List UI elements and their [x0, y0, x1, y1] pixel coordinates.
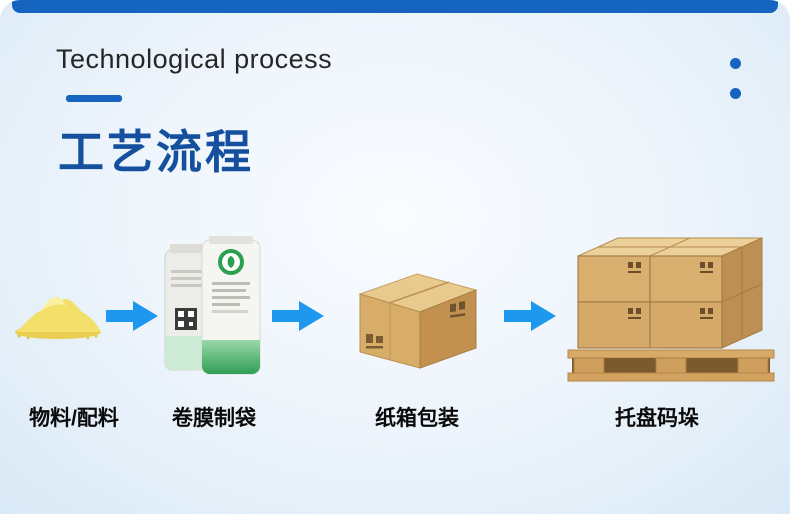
dot-icon [730, 58, 741, 69]
arrow-right-icon [272, 301, 324, 331]
dot-icon [730, 88, 741, 99]
top-accent-bar [12, 0, 778, 13]
pallet-stack-icon [566, 226, 778, 388]
page-title-english: Technological process [56, 44, 333, 74]
step-label-bag-making: 卷膜制袋 [172, 407, 256, 430]
step-label-palletizing: 托盘码垛 [615, 407, 699, 430]
film-bags-icon [162, 236, 264, 378]
page-title-chinese: 工艺流程 [58, 126, 254, 178]
arrow-right-icon [504, 301, 556, 331]
menu-dots-icon [730, 58, 742, 118]
carton-box-icon [338, 264, 496, 374]
arrow-right-icon [106, 301, 158, 331]
powder-pile-icon [12, 284, 104, 340]
step-label-carton-packing: 纸箱包装 [375, 407, 459, 430]
step-label-materials: 物料/配料 [29, 407, 119, 430]
title-underline [66, 95, 122, 102]
